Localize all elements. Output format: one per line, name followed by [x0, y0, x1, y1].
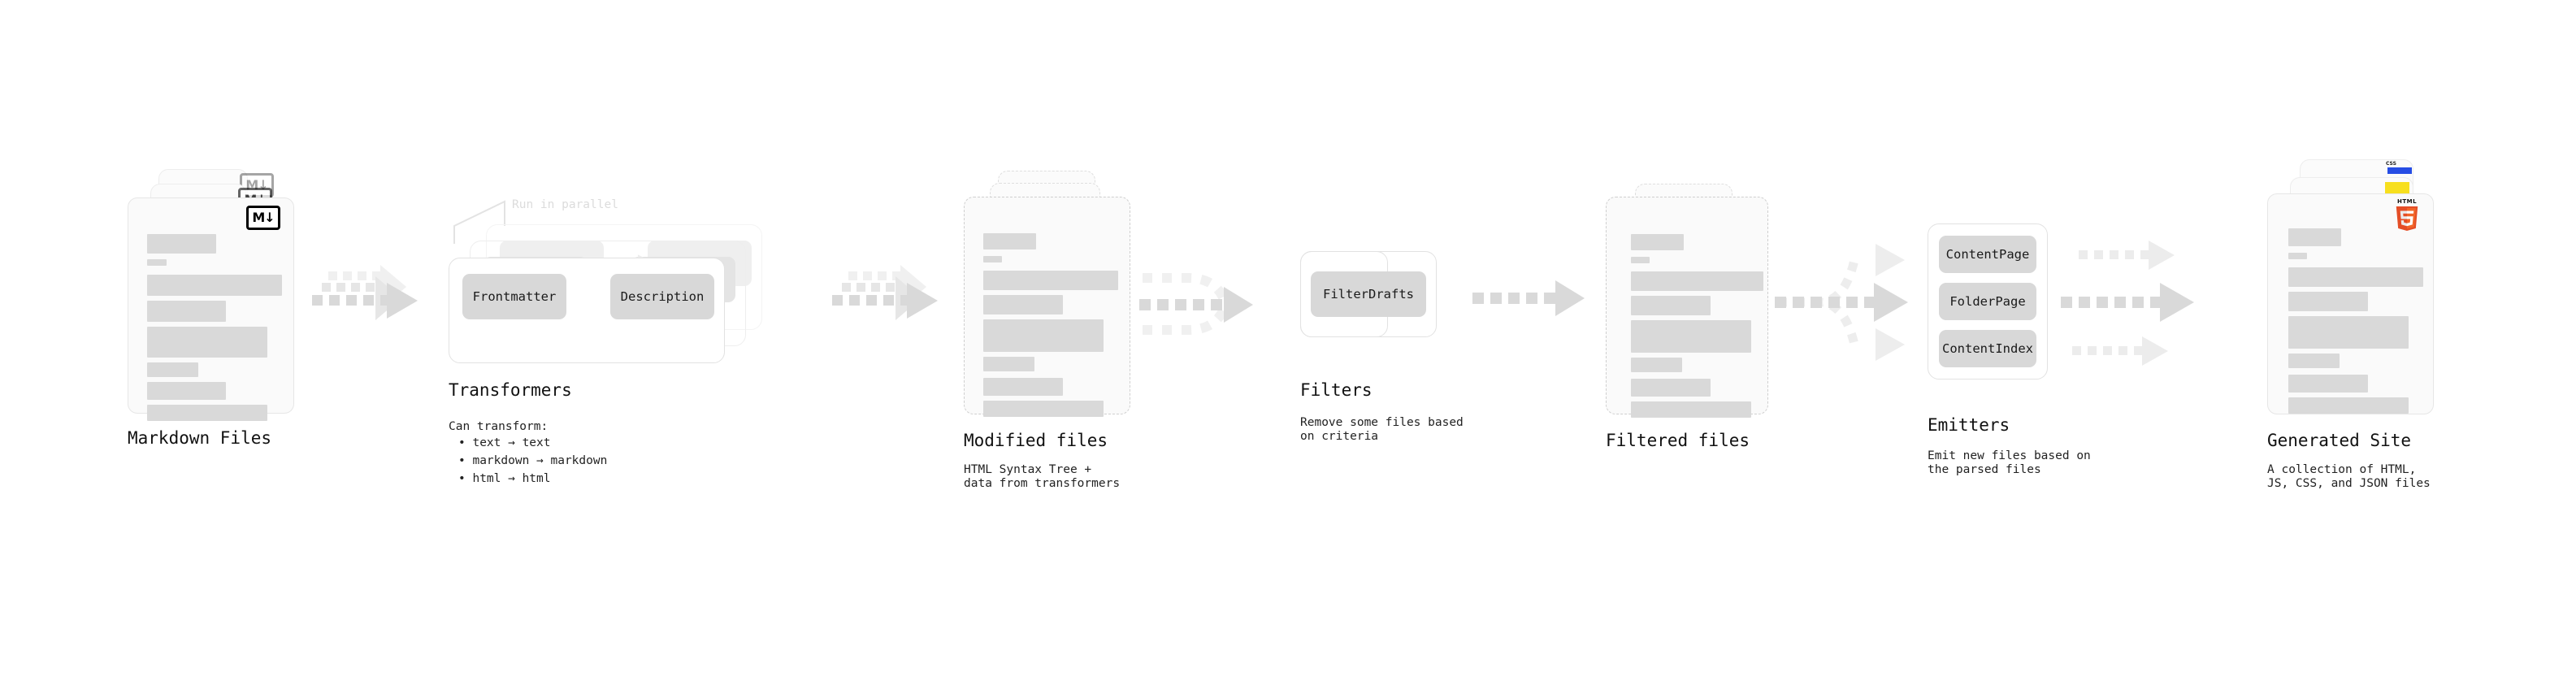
- skeleton-bar: [147, 301, 226, 322]
- skeleton-bar: [1631, 379, 1711, 397]
- skeleton-bar: [147, 362, 198, 377]
- emitter-chip-folderpage[interactable]: FolderPage: [1939, 283, 2036, 320]
- skeleton-bar: [1631, 257, 1650, 263]
- stage-caption-markdown-files: Markdown Files: [128, 428, 272, 448]
- html5-wordmark: HTML: [2396, 198, 2418, 205]
- stage-caption-filtered-files: Filtered files: [1606, 431, 1750, 450]
- transformer-chip-frontmatter[interactable]: Frontmatter: [462, 274, 566, 319]
- stage-caption-generated-site: Generated Site: [2267, 431, 2412, 450]
- skeleton-bar: [147, 234, 216, 254]
- js-badge: [2385, 182, 2409, 197]
- transform-bullet-html: • html → html: [458, 472, 551, 485]
- skeleton-bar: [983, 401, 1104, 417]
- emitter-chip-label: ContentPage: [1945, 247, 2030, 262]
- skeleton-bar: [1631, 271, 1763, 291]
- html5-shield: [2396, 206, 2418, 231]
- skeleton-bar: [2288, 375, 2368, 393]
- emitter-chip-contentindex[interactable]: ContentIndex: [1939, 330, 2036, 367]
- skeleton-bar: [1631, 401, 1751, 418]
- emitter-chip-contentpage[interactable]: ContentPage: [1939, 236, 2036, 273]
- stage-subcaption-emitters: Emit new files based on the parsed files: [1928, 449, 2091, 476]
- stage-caption-filters: Filters: [1300, 380, 1373, 400]
- skeleton-bar: [2288, 316, 2409, 349]
- skeleton-bar: [2288, 253, 2307, 259]
- skeleton-bar: [147, 327, 267, 358]
- stage-caption-transformers: Transformers: [449, 380, 572, 400]
- markdown-card-front: [128, 197, 294, 421]
- skeleton-bar: [983, 256, 1002, 262]
- skeleton-bar: [147, 259, 167, 266]
- transformer-chip-label: Description: [620, 289, 705, 304]
- run-in-parallel-bracket: [453, 200, 505, 244]
- stage-filters: FilterDrafts Filters Remove some files b…: [1276, 0, 1560, 681]
- transformer-chip-label: Frontmatter: [472, 289, 557, 304]
- skeleton-bar: [983, 233, 1036, 249]
- stage-filtered-files: Filtered files: [1585, 0, 1893, 681]
- skeleton-bar: [147, 405, 267, 421]
- stage-caption-modified-files: Modified files: [964, 431, 1108, 450]
- filters-group-outline: [1300, 251, 1437, 337]
- skeleton-bar: [147, 275, 282, 296]
- stage-caption-emitters: Emitters: [1928, 415, 2010, 435]
- skeleton-bar: [147, 382, 226, 400]
- skeleton-bar: [2288, 267, 2423, 287]
- skeleton-bar: [2288, 292, 2368, 311]
- skeleton-bar: [983, 378, 1063, 396]
- run-in-parallel-label: Run in parallel: [512, 198, 618, 211]
- markdown-badge-arrow-front: ↓: [264, 210, 275, 225]
- modified-card-front: [964, 197, 1130, 417]
- emitter-chip-label: ContentIndex: [1942, 341, 2033, 356]
- filtered-card-front: [1606, 197, 1768, 418]
- filter-chip-label: FilterDrafts: [1323, 287, 1414, 301]
- stage-subcaption-generated-site: A collection of HTML, JS, CSS, and JSON …: [2267, 463, 2431, 490]
- markdown-badge-letter-front: M: [252, 210, 265, 225]
- emitter-chip-label: FolderPage: [1949, 294, 2026, 309]
- markdown-badge-front: M↓: [246, 206, 280, 230]
- skeleton-bar: [1631, 320, 1751, 353]
- stage-transformers: Run in parallel Frontmatter Descrip: [423, 0, 845, 681]
- css-badge: [2387, 167, 2412, 174]
- stage-subcaption-modified-files: HTML Syntax Tree + data from transformer…: [964, 463, 1121, 490]
- skeleton-bar: [983, 319, 1104, 352]
- skeleton-bar: [1631, 296, 1711, 315]
- stage-subcaption-filters: Remove some files based on criteria: [1300, 416, 1464, 443]
- transform-bullet-text: • text → text: [458, 436, 551, 449]
- html5-icon: HTML: [2393, 198, 2421, 231]
- css-badge-label: CSS: [2386, 161, 2396, 167]
- skeleton-bar: [2288, 354, 2340, 368]
- stage-generated-site: CSS HTML Generate: [2218, 0, 2576, 681]
- skeleton-bar: [1631, 234, 1684, 250]
- skeleton-bar: [983, 295, 1063, 314]
- stage-modified-files: Modified files HTML Syntax Tree + data f…: [943, 0, 1268, 681]
- skeleton-bar: [2288, 397, 2409, 414]
- stage-emitters: ContentPage FolderPage ContentIndex Emit…: [1918, 0, 2227, 681]
- skeleton-bar: [983, 271, 1118, 290]
- stage-markdown-files: M↓ M↓ M↓ Markdown Files: [0, 0, 341, 681]
- stage-subcaption-transformers: Can transform:: [449, 420, 549, 433]
- transformer-chip-description[interactable]: Description: [610, 274, 714, 319]
- skeleton-bar: [2288, 228, 2341, 246]
- filter-chip-filterdrafts[interactable]: FilterDrafts: [1311, 271, 1426, 317]
- skeleton-bar: [1631, 358, 1682, 372]
- transform-bullet-markdown: • markdown → markdown: [458, 454, 608, 467]
- skeleton-bar: [983, 357, 1034, 371]
